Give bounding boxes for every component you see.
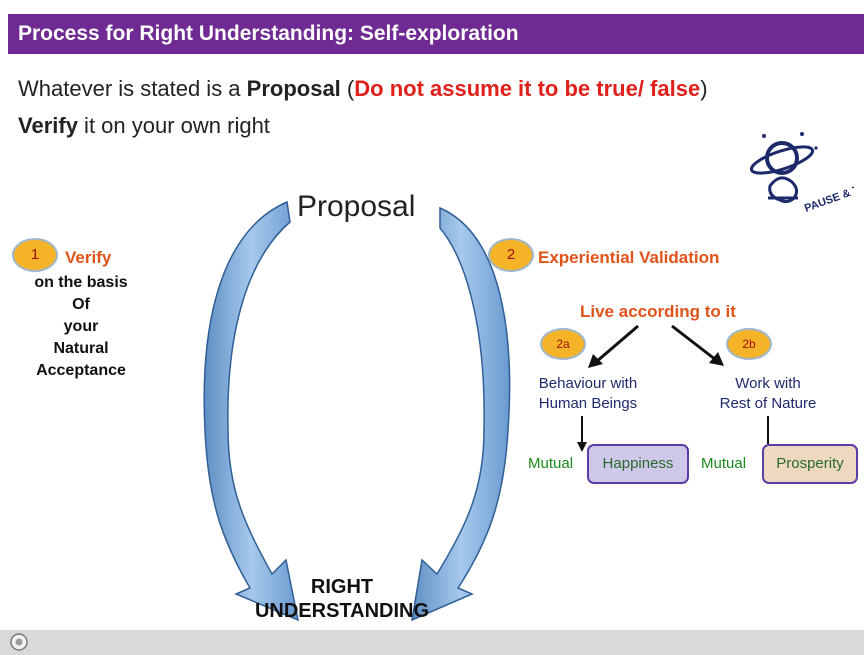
basis-line: Acceptance — [36, 362, 126, 379]
happiness-box: Happiness — [587, 444, 689, 484]
behaviour-to-happiness-arrowhead — [577, 442, 587, 452]
ru-line-2: UNDERSTANDING — [254, 600, 430, 622]
mutual-label-a: Mutual — [528, 455, 574, 472]
ru-line-1: RIGHT — [310, 576, 374, 598]
work-with-rest-of-nature: Work with Rest of Nature — [698, 374, 838, 414]
proposal-bold: Proposal — [246, 76, 341, 101]
intro-line-2: Verify it on your own right — [18, 113, 270, 139]
verify-heading: Verify — [65, 248, 112, 267]
proposal-label: Proposal — [297, 190, 416, 223]
badge-2: 2 — [488, 238, 534, 272]
live-according-text: Live according to it — [580, 302, 736, 321]
live-to-2b-arrow — [671, 324, 717, 362]
work-line-2: Rest of Nature — [719, 395, 817, 412]
pause-and-think-logo: PAUSE & THINK — [749, 132, 854, 215]
basis-line: on the basis — [34, 274, 128, 291]
experiential-validation-heading: Experiential Validation — [538, 248, 720, 267]
title-bar: Process for Right Understanding: Self-ex… — [8, 14, 864, 54]
right-curved-arrow — [411, 206, 511, 622]
footer-bar — [0, 630, 864, 655]
live-to-2a-arrowhead — [588, 354, 603, 368]
footer-logo-icon — [10, 633, 28, 651]
natural-acceptance-text: on the basis Of your Natural Acceptance — [16, 272, 146, 382]
basis-line: Natural — [53, 340, 109, 357]
left-curved-arrow — [203, 200, 300, 622]
slide-title: Process for Right Understanding: Self-ex… — [18, 22, 519, 45]
paren-close: ) — [700, 76, 708, 101]
prosperity-box: Prosperity — [762, 444, 858, 484]
verify-rest: it on your own right — [77, 113, 270, 138]
basis-line: Of — [72, 296, 90, 313]
badge-1: 1 — [12, 238, 58, 272]
verify-bold: Verify — [18, 113, 78, 138]
intro-text: Whatever is stated is a — [18, 76, 247, 101]
warning-text: Do not assume it to be true/ false — [354, 76, 701, 101]
live-to-2b-arrowhead — [709, 352, 724, 366]
work-line-1: Work with — [735, 375, 801, 392]
basis-line: your — [63, 318, 99, 335]
badge-2a: 2a — [540, 328, 586, 360]
intro-line-1: Whatever is stated is a Proposal (Do not… — [18, 76, 708, 102]
right-understanding-label: RIGHT UNDERSTANDING — [246, 575, 438, 623]
behaviour-line-2: Human Beings — [538, 395, 638, 412]
behaviour-line-1: Behaviour with — [538, 375, 638, 392]
live-to-2a-arrow — [595, 324, 639, 364]
badge-2b: 2b — [726, 328, 772, 360]
mutual-label-b: Mutual — [701, 455, 747, 472]
behaviour-with-human-beings: Behaviour with Human Beings — [528, 374, 648, 414]
paren-open: ( — [340, 76, 355, 101]
